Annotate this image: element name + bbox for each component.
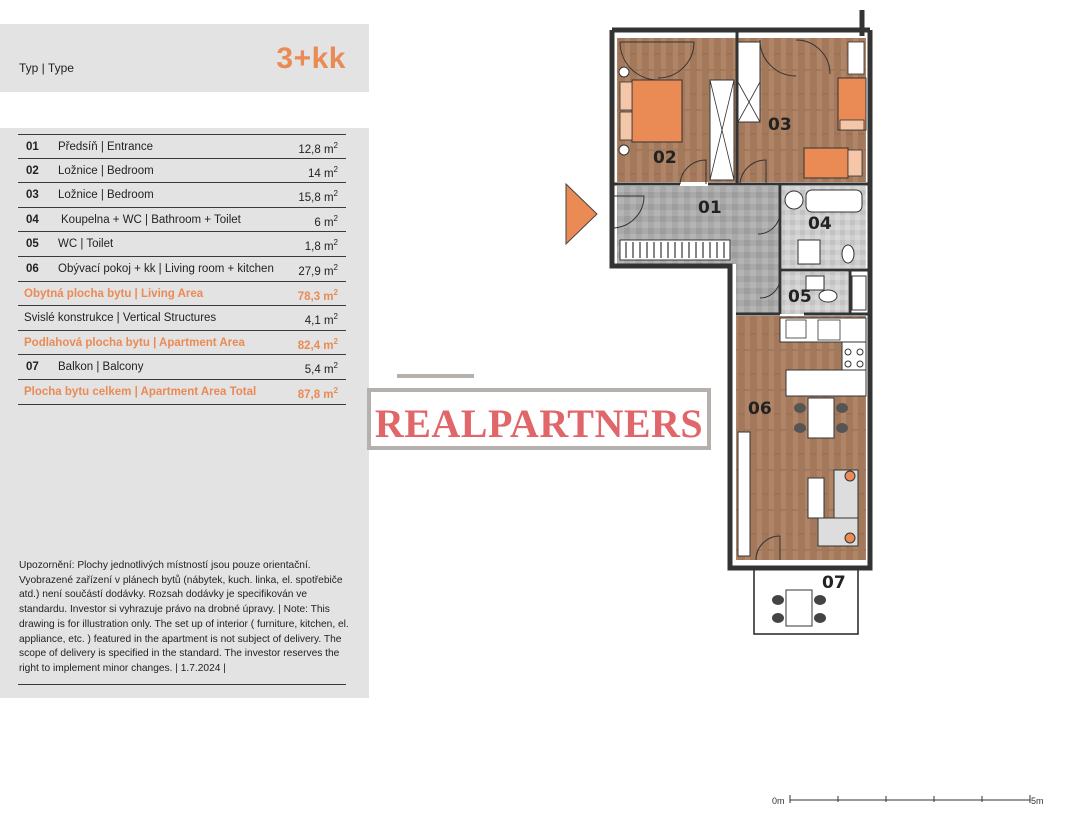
disclaimer-text: Upozornění: Plochy jednotlivých místnost…	[19, 560, 349, 674]
balcony-table	[785, 589, 813, 627]
room-area: 27,9 m2	[298, 262, 338, 278]
balcony-label: Balkon | Balcony	[58, 361, 144, 374]
room-number: 06	[26, 262, 39, 275]
room-name: Ložnice | Bedroom	[58, 164, 154, 177]
watermark-logo: REALPARTNERS	[367, 388, 711, 450]
room-label-04: 04	[808, 214, 832, 234]
info-panel	[0, 128, 369, 698]
balcony-value: 5,4 m2	[304, 361, 338, 377]
bed	[631, 79, 683, 143]
apartment-area-value: 82,4 m2	[297, 336, 338, 352]
total-area-value: 87,8 m2	[297, 385, 338, 401]
living-area-value: 78,3 m2	[297, 287, 338, 303]
room-area: 6 m2	[314, 213, 338, 229]
type-value: 3+kk	[276, 42, 346, 75]
bed	[803, 147, 849, 179]
table-row: 01 Předsíň | Entrance 12,8 m2	[18, 134, 346, 159]
apartment-area-label: Podlahová plocha bytu | Apartment Area	[24, 336, 245, 349]
room-area: 15,8 m2	[298, 189, 338, 205]
living-area-label: Obytná plocha bytu | Living Area	[24, 287, 204, 300]
scale-end-label: 5m	[1031, 796, 1044, 806]
dining-table	[807, 397, 835, 439]
table-row: 05 WC | Toilet 1,8 m2	[18, 232, 346, 257]
toilet	[841, 244, 855, 264]
room-name: WC | Toilet	[58, 238, 114, 251]
room-label-01: 01	[698, 198, 722, 218]
watermark-text: REALPARTNERS	[374, 401, 704, 446]
vertical-structures-value: 4,1 m2	[304, 312, 338, 327]
room-label-05: 05	[788, 287, 812, 307]
tv-unit	[737, 431, 751, 557]
room-name: Koupelna + WC | Bathroom + Toilet	[61, 213, 241, 226]
logo-accent-line	[397, 374, 474, 378]
table-row: 02 Ložnice | Bedroom 14 m2	[18, 159, 346, 184]
room-label-06: 06	[748, 399, 772, 419]
room-label-03: 03	[768, 115, 792, 135]
room-number: 04	[26, 213, 39, 226]
room-label-07: 07	[822, 573, 846, 593]
room-number: 03	[26, 189, 39, 202]
room-number: 05	[26, 238, 39, 251]
room-name: Předsíň | Entrance	[58, 141, 154, 153]
room-number: 02	[26, 164, 39, 177]
bathtub	[805, 189, 863, 213]
table-row: 03 Ložnice | Bedroom 15,8 m2	[18, 183, 346, 208]
table-row: 04 Koupelna + WC | Bathroom + Toilet 6 m…	[18, 208, 346, 233]
vertical-structures-label: Svislé konstrukce | Vertical Structures	[24, 312, 217, 325]
room-name: Ložnice | Bedroom	[58, 189, 154, 202]
scale-bar: 0m 5m	[772, 795, 1044, 806]
vertical-structures-row: Svislé konstrukce | Vertical Structures …	[18, 306, 346, 331]
living-area-row: Obytná plocha bytu | Living Area 78,3 m2	[18, 282, 346, 307]
washbasin	[797, 239, 821, 265]
total-area-label: Plocha bytu celkem | Apartment Area Tota…	[24, 385, 257, 398]
total-area-row: Plocha bytu celkem | Apartment Area Tota…	[18, 380, 346, 405]
room-area: 1,8 m2	[304, 238, 338, 254]
room-number: 07	[26, 361, 39, 374]
room-name: Obývací pokoj + kk | Living room + kitch…	[58, 262, 274, 275]
divider	[18, 684, 346, 685]
balcony-row: 07 Balkon | Balcony 5,4 m2	[18, 355, 346, 380]
scale-start-label: 0m	[772, 796, 785, 806]
room-area: 12,8 m2	[298, 141, 338, 156]
floor-plan: 02 03 01 04 05 06 07 0m 5m	[565, 10, 1044, 806]
type-panel: Typ | Type 3+kk	[0, 24, 369, 92]
toilet	[818, 289, 838, 303]
apartment-area-row: Podlahová plocha bytu | Apartment Area 8…	[18, 331, 346, 356]
room-number: 01	[26, 141, 39, 153]
type-label: Typ | Type	[19, 61, 74, 75]
entrance-arrow-icon	[565, 182, 598, 246]
room-area-table: 01 Předsíň | Entrance 12,8 m2 02 Ložnice…	[18, 134, 346, 405]
room-area: 14 m2	[307, 164, 338, 180]
table-row: 06 Obývací pokoj + kk | Living room + ki…	[18, 257, 346, 282]
room-label-02: 02	[653, 148, 677, 168]
